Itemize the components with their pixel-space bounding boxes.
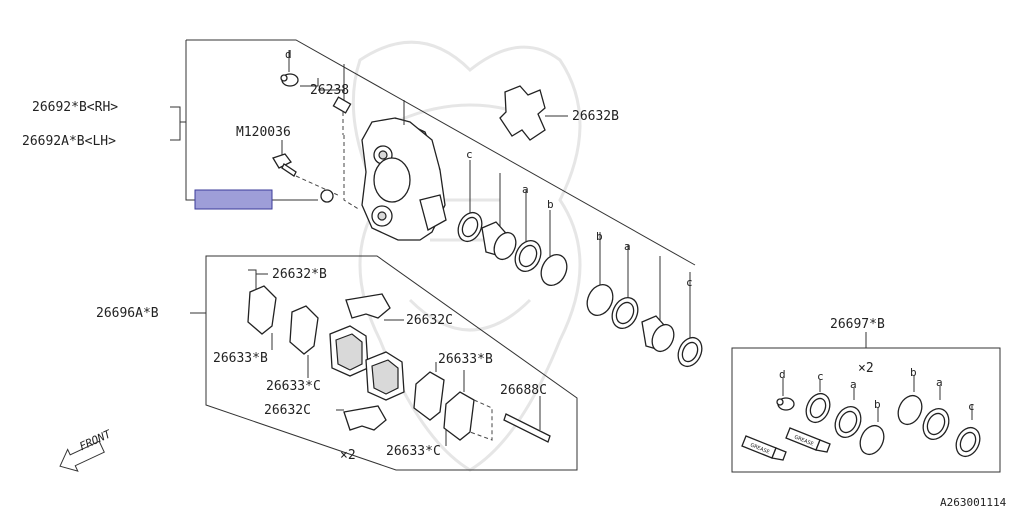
- label-front: FRONT: [77, 427, 114, 453]
- callout-b-2: b: [596, 230, 603, 243]
- label-clip-bottom[interactable]: 26632C: [264, 403, 311, 418]
- diagram-id: A263001114: [940, 496, 1007, 509]
- shim-26632b-part: [247, 269, 277, 335]
- shim-26633b-right-part: [413, 362, 445, 421]
- o-ring-b-1: [540, 253, 568, 287]
- clip-top-part: [345, 293, 404, 321]
- label-shim-26633c-right[interactable]: 26633*C: [386, 444, 441, 459]
- label-clip-top[interactable]: 26632C: [406, 313, 453, 328]
- bolt-part: [272, 140, 341, 197]
- seal-kit-parts: d c a b b a c: [776, 366, 981, 458]
- grease-tube-1: GREASE: [741, 435, 787, 461]
- label-caliper-lh[interactable]: 26692A*B<LH>: [22, 134, 116, 149]
- callout-a-kit-1: a: [850, 378, 857, 391]
- brake-pad-2: [365, 351, 405, 401]
- label-shim-26633c-left[interactable]: 26633*C: [266, 379, 321, 394]
- label-shim-kit-top[interactable]: 26632B: [572, 109, 619, 124]
- label-shim-26633b-left[interactable]: 26633*B: [213, 351, 268, 366]
- shim-26633c-right-part: [443, 370, 493, 446]
- label-bolt[interactable]: M120036: [236, 125, 291, 140]
- front-arrow-icon: [59, 440, 105, 472]
- label-shim-26632b[interactable]: 26632*B: [272, 267, 327, 282]
- label-pad-kit[interactable]: 26696A*B: [96, 306, 159, 321]
- dust-seal-c-2: [677, 336, 703, 368]
- guide-pin-part: [503, 396, 551, 443]
- callout-c-kit-2: c: [968, 400, 975, 413]
- callout-b-kit-1: b: [874, 398, 881, 411]
- label-pin[interactable]: 26688C: [500, 383, 547, 398]
- piston-seal-a-1: [514, 239, 542, 273]
- caliper-bracket: [170, 39, 696, 266]
- pad-kit-frame: [205, 255, 578, 471]
- callout-a-1: a: [522, 183, 529, 196]
- callout-b-1: b: [547, 198, 554, 211]
- o-ring-b-2: [586, 283, 614, 317]
- caliper-body-part: [320, 117, 447, 241]
- label-bleeder[interactable]: 26238: [310, 83, 349, 98]
- piston-2: [641, 315, 675, 353]
- label-pad-qty: ×2: [340, 448, 356, 463]
- piston-seal-a-2: [611, 296, 639, 330]
- clip-bottom-part: [336, 405, 387, 431]
- callout-d-kit: d: [779, 368, 786, 381]
- dust-seal-c-1: [457, 211, 483, 243]
- callout-b-kit-2: b: [910, 366, 917, 379]
- callout-c-kit-1: c: [817, 370, 824, 383]
- brake-pad-1: [307, 325, 369, 378]
- callout-a-2: a: [624, 240, 631, 253]
- callout-a-kit-2: a: [936, 376, 943, 389]
- label-seal-kit[interactable]: 26697*B: [830, 317, 885, 332]
- callout-c-1: c: [466, 148, 473, 161]
- piston-1: [481, 221, 517, 261]
- label-caliper-rh[interactable]: 26692*B<RH>: [32, 100, 118, 115]
- shim-26632b-top-part: [499, 85, 546, 141]
- highlighted-part-box[interactable]: [194, 189, 273, 210]
- callout-leaders: [403, 100, 691, 345]
- callout-c-2: c: [686, 276, 693, 289]
- shim-26633b-left-part: [271, 305, 319, 355]
- grease-tube-2: GREASE: [785, 427, 831, 453]
- callout-d-top: d: [285, 48, 292, 61]
- bleeder-cap-part: d: [280, 48, 299, 87]
- bleeder-screw-part: [300, 64, 352, 135]
- label-seal-kit-qty: ×2: [858, 361, 874, 376]
- label-shim-26633b-right[interactable]: 26633*B: [438, 352, 493, 367]
